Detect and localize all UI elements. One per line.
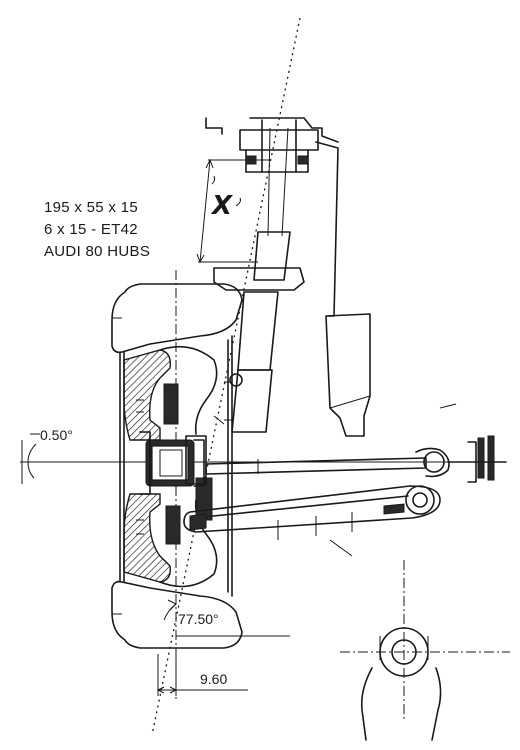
spec-note: 195 x 55 x 15 6 x 15 - ET42 AUDI 80 HUBS	[44, 199, 150, 260]
track-rod	[205, 435, 507, 483]
camber-angle-label: 0.50°	[40, 427, 73, 443]
lower-control-arm	[183, 485, 441, 533]
dimension-x-label: X	[210, 191, 234, 221]
kingpin-angle-dimension: 77.50°	[163, 599, 290, 637]
hub-assembly	[139, 383, 213, 545]
hub-type-text: AUDI 80 HUBS	[44, 243, 150, 260]
body-panel	[325, 313, 371, 437]
kingpin-angle-label: 77.50°	[178, 611, 219, 627]
offset-dimension: 9.60	[156, 654, 248, 696]
pivot-bracket	[340, 560, 510, 741]
strut-assembly	[205, 117, 339, 433]
kingpin-axis-line	[151, 17, 301, 736]
offset-label: 9.60	[200, 671, 227, 687]
rim-size-text: 6 x 15 - ET42	[44, 221, 138, 238]
tyre-size-text: 195 x 55 x 15	[44, 199, 138, 216]
dimension-x: X	[196, 158, 270, 264]
construction-marks	[136, 399, 457, 557]
camber-dimension: 0.50°	[21, 427, 73, 484]
